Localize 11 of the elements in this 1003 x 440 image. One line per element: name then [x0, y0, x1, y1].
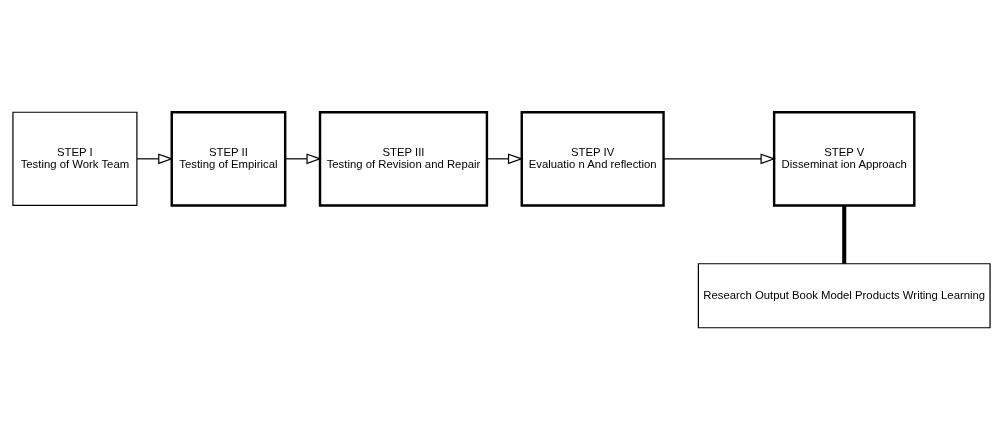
node-box: STEP I Testing of Work Team — [12, 111, 138, 207]
node-box: Research Output Book Model Products Writing Learning — [697, 263, 991, 329]
arrow — [136, 153, 174, 165]
node-box: STEP II Testing of Empirical — [170, 111, 287, 207]
connector — [842, 205, 847, 264]
arrow — [284, 153, 322, 165]
arrow — [486, 153, 524, 165]
arrow — [663, 153, 776, 165]
node-box: STEP III Testing of Revision and Repair — [318, 111, 489, 207]
node-box: STEP IV Evaluatio n And reflection — [520, 111, 665, 207]
node-box: STEP V Disseminat ion Approach — [772, 111, 916, 207]
